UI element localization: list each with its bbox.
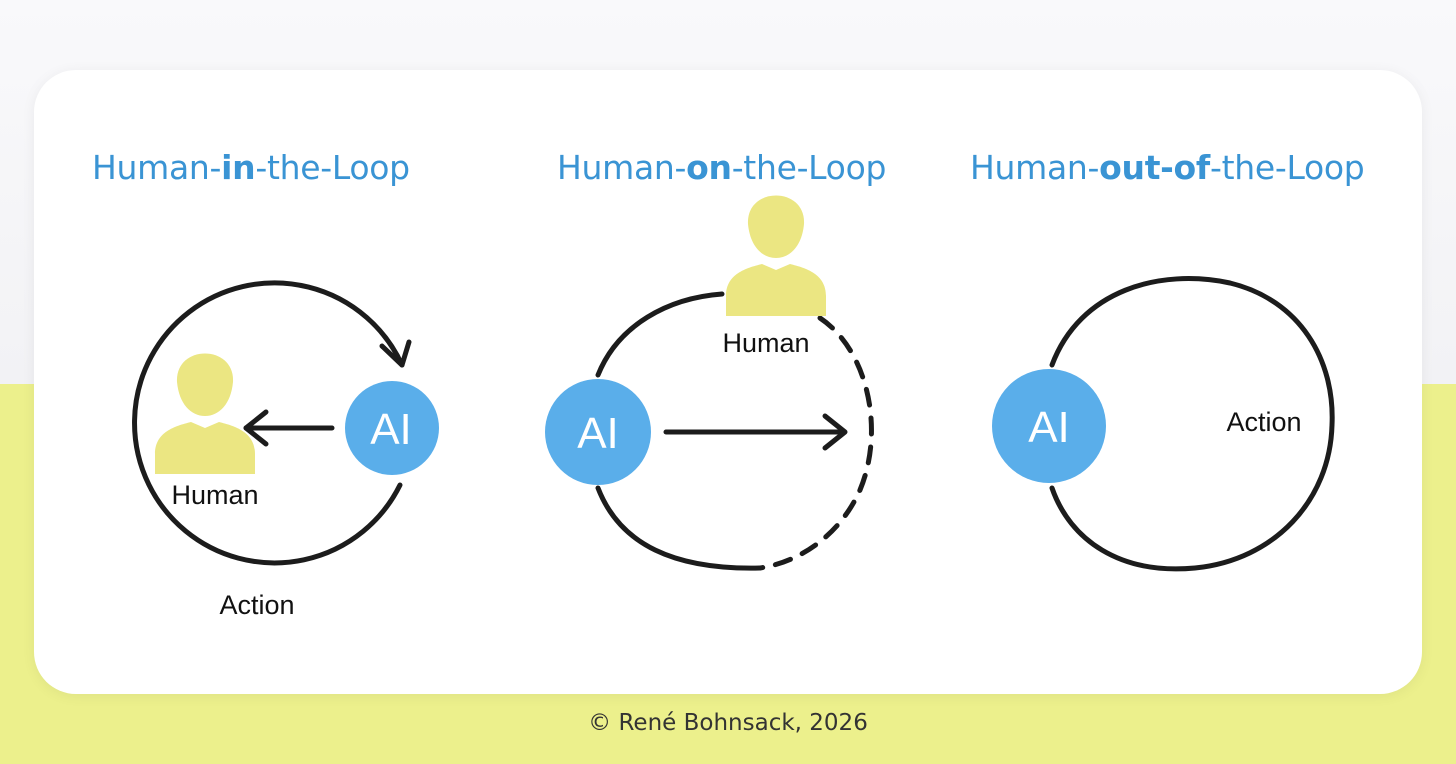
human-label: Human — [171, 480, 258, 510]
panel-in-the-loop: AI Human Action — [132, 280, 439, 620]
human-label: Human — [722, 328, 809, 358]
action-label: Action — [219, 590, 294, 620]
ai-node — [545, 379, 651, 485]
action-label: Action — [1226, 407, 1301, 437]
title-suffix: -the-Loop — [255, 148, 410, 187]
loop-arc — [132, 280, 405, 566]
ai-node-label: AI — [577, 409, 619, 458]
ai-node — [345, 381, 439, 475]
title-emphasis: in — [221, 148, 256, 187]
panel-title-out-of-the-loop: Human-out-of-the-Loop — [970, 146, 1365, 190]
panel-title-in-the-loop: Human-in-the-Loop — [92, 146, 410, 190]
loop-arc-dashed — [757, 315, 874, 571]
title-prefix: Human- — [970, 148, 1100, 187]
human-icon — [726, 195, 826, 316]
copyright-credit: © René Bohnsack, 2026 — [588, 710, 868, 736]
title-suffix: -the-Loop — [1210, 148, 1365, 187]
panel-title-on-the-loop: Human-on-the-Loop — [557, 146, 886, 190]
ai-node — [992, 369, 1106, 483]
arrowhead-icon — [243, 409, 269, 447]
panel-out-of-the-loop: AI Action — [992, 276, 1335, 572]
title-emphasis: on — [686, 148, 732, 187]
panel-on-the-loop: Human AI — [545, 195, 874, 571]
diagram-card — [34, 70, 1422, 694]
loop-arrowhead — [379, 339, 412, 368]
loop-arc — [1049, 276, 1335, 572]
arrowhead-icon — [822, 413, 848, 451]
human-icon — [155, 353, 255, 474]
ai-node-label: AI — [1028, 403, 1070, 452]
ai-node-label: AI — [370, 405, 412, 454]
title-prefix: Human- — [92, 148, 222, 187]
title-emphasis: out-of — [1099, 148, 1210, 187]
title-suffix: -the-Loop — [731, 148, 887, 187]
title-prefix: Human- — [557, 148, 687, 187]
loop-arc-solid-lower — [595, 485, 763, 571]
loop-arc-solid — [595, 291, 725, 378]
